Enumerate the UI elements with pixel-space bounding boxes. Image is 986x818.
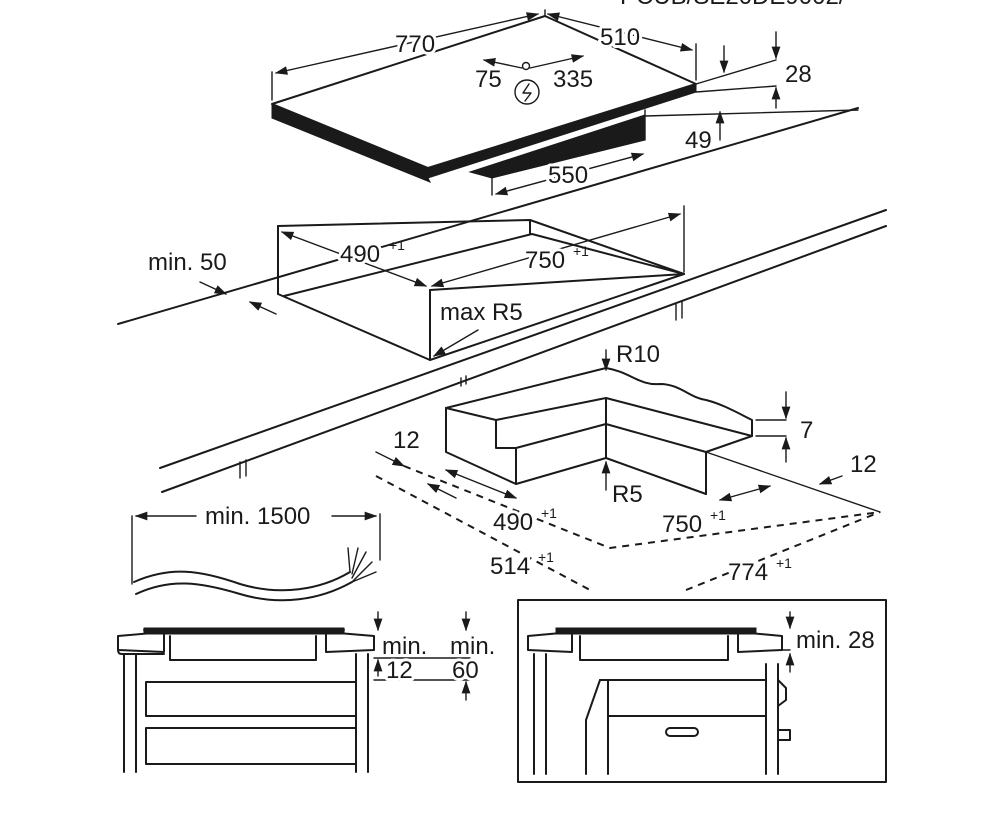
cutout-dimension-lines	[199, 205, 685, 357]
cutout-depth-label: 490	[340, 241, 380, 268]
cutout-width-tol: +1	[573, 243, 589, 259]
outer-width-tol: +1	[776, 555, 792, 571]
inner-width-label: 750	[662, 511, 702, 538]
oven-gap-label: min. 28	[796, 627, 875, 654]
cutout-depth-tol: +1	[389, 237, 405, 253]
frame-dimension-lines	[375, 349, 881, 591]
left-margin-label: 12	[393, 427, 420, 454]
drawer-gap-a-prefix: min.	[382, 633, 427, 660]
hob-dimension-labels: 770 510 75 335 28 49 550	[392, 21, 815, 192]
inner-radius-label: R5	[612, 481, 643, 508]
drawer-install-drawing	[117, 611, 471, 773]
hob-depth-label: 510	[600, 24, 640, 51]
inner-depth-label: 490	[493, 509, 533, 536]
drawer-gap-a-value: 12	[386, 657, 413, 684]
cable-offset-2-label: 335	[553, 66, 593, 93]
front-clearance-label: min. 50	[148, 249, 227, 276]
inner-depth-tol: +1	[541, 505, 557, 521]
hob-dimension-lines	[271, 9, 859, 196]
oven-install-drawing	[517, 599, 887, 783]
corner-radius-label: max R5	[440, 299, 523, 326]
cutout-width-label: 750	[525, 247, 565, 274]
outer-depth-label: 514	[490, 553, 530, 580]
drawer-install-labels: min. 12 min. 60	[379, 630, 498, 687]
drawer-gap-b-value: 60	[452, 657, 479, 684]
cable-offset-label: 75	[475, 66, 502, 93]
outer-width-label: 774	[728, 559, 768, 586]
frame-detail-drawing	[445, 367, 753, 495]
electric-warning-icon	[514, 79, 540, 105]
outer-depth-tol: +1	[538, 549, 554, 565]
cable-drawing	[131, 511, 381, 602]
frame-dimension-labels: R10 R5 7 12 12 490 +1 750 +1 514 +1 774 …	[390, 338, 880, 589]
cable-length-label: min. 1500	[205, 503, 310, 530]
hob-width-label: 770	[395, 31, 435, 58]
drawer-gap-b-prefix: min.	[450, 633, 495, 660]
underside-height-label: 49	[685, 127, 712, 154]
right-margin-label: 12	[850, 451, 877, 478]
inner-width-tol: +1	[710, 507, 726, 523]
step-depth-label: 7	[800, 417, 813, 444]
model-reference-fragment: PCUB/SE20DE9002/	[620, 0, 846, 10]
outer-radius-label: R10	[616, 341, 660, 368]
hob-thickness-label: 28	[785, 61, 812, 88]
underside-depth-label: 550	[548, 162, 588, 189]
cutout-dimension-labels: min. 50 490 +1 750 +1 max R5	[145, 237, 589, 329]
